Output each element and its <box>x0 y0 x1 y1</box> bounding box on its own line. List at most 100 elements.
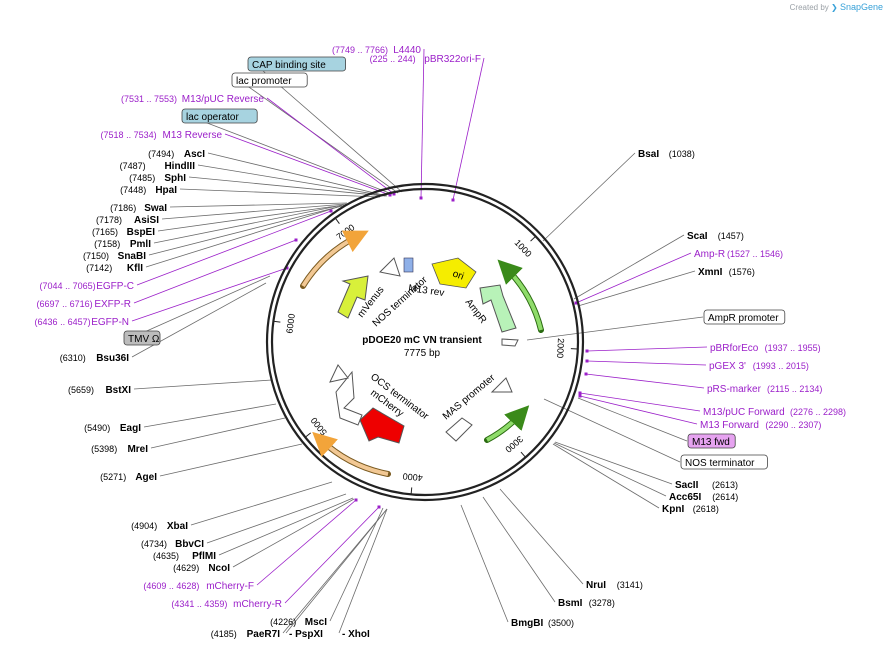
map-label[interactable]: Bsu36I(6310) <box>60 353 129 364</box>
map-label[interactable]: MscI(4226) <box>270 617 327 628</box>
enzyme-label: BbvCI <box>175 539 204 550</box>
map-label[interactable]: pRS-marker(2115 .. 2134) <box>707 384 822 395</box>
ocs-terminator-feature[interactable] <box>335 370 363 426</box>
feature-label-text: lac promoter <box>236 76 292 87</box>
map-label[interactable]: PflMI(4635) <box>153 551 216 562</box>
map-label[interactable]: EGFP-C(7044 .. 7065) <box>40 281 134 292</box>
ampr-promoter-feature[interactable] <box>501 338 519 347</box>
map-label[interactable]: SphI(7485) <box>129 173 186 184</box>
map-label[interactable]: KpnI(2618) <box>662 504 719 515</box>
map-label[interactable]: HpaI(7448) <box>120 185 177 196</box>
enzyme-label: Acc65I <box>669 492 701 503</box>
map-label[interactable]: M13 fwd <box>687 433 736 449</box>
leader-line <box>150 417 286 449</box>
map-label[interactable]: BmgBI(3500) <box>511 618 574 629</box>
leader-line <box>148 205 343 256</box>
primer-coords: (6697 .. 6716) <box>37 299 93 309</box>
map-label[interactable]: EXFP-R(6697 .. 6716) <box>37 299 131 310</box>
map-label[interactable]: - PspXI <box>289 629 323 640</box>
map-label[interactable]: AmpR promoter <box>703 309 786 325</box>
enzyme-label: BsaI <box>638 149 659 160</box>
map-label[interactable]: M13 Reverse(7518 .. 7534) <box>101 130 223 141</box>
ori-label: ori <box>451 268 465 282</box>
leader-line <box>554 441 673 485</box>
map-label[interactable]: XmnI(1576) <box>698 267 755 278</box>
enzyme-coords: (5271) <box>100 472 126 482</box>
enzyme-coords: (1457) <box>718 231 744 241</box>
map-label[interactable]: HindIII(7487) <box>120 161 196 172</box>
enzyme-label: AgeI <box>135 472 157 483</box>
map-label[interactable]: KflI(7142) <box>86 263 143 274</box>
map-label[interactable]: SnaBI(7150) <box>83 251 146 262</box>
map-label[interactable]: PaeR7I(4185) <box>211 629 280 640</box>
enzyme-coords: (4629) <box>173 563 199 573</box>
map-label[interactable]: pBR322ori-F(225 .. 244) <box>370 54 481 65</box>
primer-label: pBRforEco <box>710 343 759 354</box>
tick-label: 4000 <box>402 471 423 483</box>
mas-promoter-label: MAS promoter <box>441 372 498 422</box>
leader-line <box>197 164 387 197</box>
map-label[interactable]: - XhoI <box>342 629 370 640</box>
map-label[interactable]: BsaI (1038) <box>638 149 695 160</box>
ori-feature[interactable] <box>431 257 477 289</box>
map-label[interactable]: SwaI(7186) <box>110 203 167 214</box>
mvenus-feature[interactable] <box>337 275 369 319</box>
map-label[interactable]: TMV Ω <box>123 330 161 346</box>
map-label[interactable]: L4440(7749 .. 7766) <box>332 45 421 56</box>
map-label[interactable]: mCherry-F(4609 .. 4628) <box>143 581 254 592</box>
map-label[interactable]: Amp-R(1527 .. 1546) <box>694 249 783 260</box>
map-label[interactable]: M13/pUC Forward(2276 .. 2298) <box>703 407 846 418</box>
enzyme-label: HindIII <box>164 161 195 172</box>
map-label[interactable]: ScaI(1457) <box>687 231 744 242</box>
primer-coords: (1937 .. 1955) <box>765 343 821 353</box>
nos-terminator-feature[interactable] <box>378 257 401 277</box>
enzyme-coords: (1576) <box>729 267 755 277</box>
map-label[interactable]: M13 Forward(2290 .. 2307) <box>700 420 821 431</box>
map-label[interactable]: BbvCI(4734) <box>141 539 204 550</box>
tick-label: 6000 <box>284 313 297 334</box>
primer-site-marker <box>377 505 381 509</box>
map-label[interactable]: Acc65I(2614) <box>669 492 738 503</box>
enzyme-coords: (1038) <box>669 149 695 159</box>
map-label[interactable]: NruI(3141) <box>586 580 643 591</box>
leader-line <box>190 481 333 526</box>
ampr-feature[interactable] <box>479 284 517 333</box>
enzyme-label: SwaI <box>144 203 167 214</box>
leader-line <box>586 346 708 352</box>
map-label[interactable]: pGEX 3'(1993 .. 2015) <box>709 361 809 372</box>
map-label[interactable]: AscI(7494) <box>148 149 205 160</box>
map-label[interactable]: M13/pUC Reverse(7531 .. 7553) <box>121 94 264 105</box>
primer-label: M13/pUC Reverse <box>182 94 265 105</box>
map-label[interactable]: BstXI(5659) <box>68 385 131 396</box>
leader-line <box>482 496 556 603</box>
leader-line <box>145 205 342 268</box>
map-label[interactable]: AgeI (5271) <box>100 472 157 483</box>
leader-line <box>206 493 347 544</box>
map-label[interactable]: BspEI(7165) <box>92 227 155 238</box>
map-label[interactable]: MreI(5398) <box>91 444 148 455</box>
primer-label: pRS-marker <box>707 384 762 395</box>
map-label[interactable]: mCherry-R(4341 .. 4359) <box>171 599 282 610</box>
map-label[interactable]: lac promoter <box>231 72 308 88</box>
map-label[interactable]: SacII(2613) <box>675 480 738 491</box>
map-label[interactable]: XbaI(4904) <box>131 521 188 532</box>
mcherry-feature[interactable] <box>359 407 405 444</box>
mas-promoter-feature[interactable] <box>445 417 473 442</box>
map-label[interactable]: NOS terminator <box>680 454 768 470</box>
leader-line <box>285 508 388 634</box>
primer-site-marker <box>294 238 298 242</box>
map-label[interactable]: AsiSI(7178) <box>96 215 159 226</box>
map-label[interactable]: lac operator <box>181 108 258 124</box>
map-label[interactable]: NcoI(4629) <box>173 563 230 574</box>
map-label[interactable]: pBRforEco (1937 .. 1955) <box>710 343 821 354</box>
map-label[interactable]: PmlI(7158) <box>94 239 151 250</box>
map-label[interactable]: EGFP-N(6436 .. 6457) <box>35 317 129 328</box>
map-label[interactable]: BsmI(3278) <box>558 598 615 609</box>
feature-label-box <box>680 454 768 470</box>
m13-rev-feature[interactable] <box>403 257 414 273</box>
primer-label: M13/pUC Forward <box>703 407 785 418</box>
map-label[interactable]: CAP binding site <box>247 56 346 72</box>
map-label[interactable]: EagI(5490) <box>84 423 141 434</box>
primer-coords: (1993 .. 2015) <box>753 361 809 371</box>
plasmid-length: 7775 bp <box>404 348 441 359</box>
